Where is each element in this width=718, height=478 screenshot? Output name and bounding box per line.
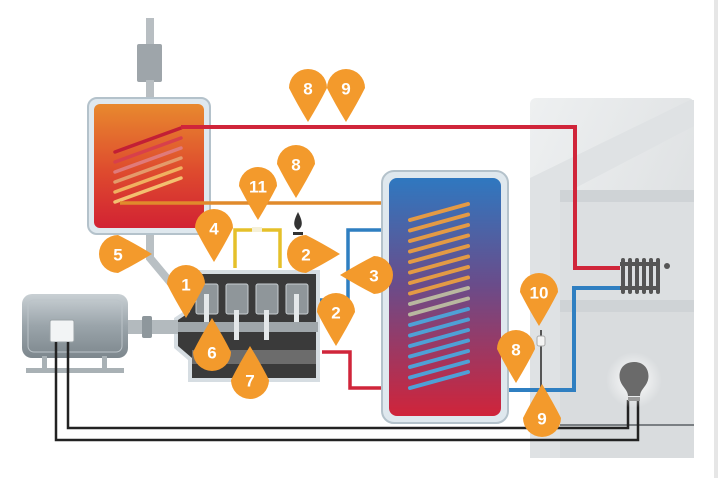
tank-coil-turn: [408, 244, 470, 264]
tank-coil-turn: [408, 265, 470, 285]
marker-label: 4: [209, 220, 219, 239]
marker-label: 9: [341, 80, 350, 99]
callout-marker-8[interactable]: 8: [289, 68, 328, 122]
marker-pin-icon: [327, 69, 365, 122]
marker-label: 8: [303, 80, 312, 99]
tank-coil-turn: [408, 349, 470, 369]
light-bulb-icon: [606, 352, 662, 408]
marker-label: 6: [207, 344, 216, 363]
tank-coil-turn: [408, 359, 470, 380]
marker-label: 11: [249, 178, 267, 197]
marker-label: 3: [369, 267, 378, 286]
gas-valve: [252, 227, 262, 232]
marker-label: 8: [511, 341, 520, 360]
tank-coil-turn: [408, 317, 470, 338]
marker-pin-icon: [523, 384, 561, 437]
radiator-icon: [620, 258, 670, 294]
marker-pin-icon: [193, 318, 231, 371]
gas-pipe: [233, 228, 282, 268]
hot-supply-pipe: [181, 125, 620, 270]
tank-coil-turn: [408, 370, 470, 390]
tank-coil-turn: [408, 328, 470, 348]
callout-marker-8[interactable]: 8: [277, 145, 315, 198]
marker-label: 1: [181, 276, 190, 295]
exhaust-heat-exchanger: [87, 97, 211, 235]
marker-label: 10: [530, 284, 549, 303]
callout-marker-5[interactable]: 5: [99, 235, 152, 273]
marker-label: 8: [291, 156, 300, 175]
tank-coil-turn: [408, 286, 470, 306]
gas-flame-icon: [293, 212, 303, 235]
marker-pin-icon: [289, 68, 328, 122]
generator: [22, 294, 128, 373]
callout-marker-4[interactable]: 4: [195, 209, 233, 262]
marker-pin-icon: [99, 235, 152, 273]
callout-marker-1[interactable]: 1: [167, 265, 205, 318]
marker-label: 2: [331, 304, 340, 323]
callout-marker-2[interactable]: 2: [287, 235, 340, 273]
callout-marker-7[interactable]: 7: [231, 346, 269, 399]
marker-pin-icon: [340, 256, 393, 294]
tank-coil-turn: [408, 223, 470, 243]
tank-coil-turn: [408, 212, 470, 233]
tank-coil-turn: [408, 275, 470, 296]
callout-marker-9[interactable]: 9: [327, 69, 365, 122]
chimney: [137, 18, 162, 100]
marker-label: 2: [301, 246, 310, 265]
marker-label: 9: [537, 410, 546, 429]
electric-wire-2: [66, 342, 630, 430]
tank-coil-turn: [408, 296, 470, 317]
marker-pin-icon: [231, 346, 269, 399]
callout-marker-8[interactable]: 8: [497, 330, 535, 383]
storage-tank: [381, 170, 509, 424]
marker-label: 7: [245, 372, 254, 391]
callout-marker-2[interactable]: 2: [317, 293, 355, 346]
markers-layer: 8 9 8 11 4 5 2 3 1 2 6 7 10 8 9: [99, 68, 561, 437]
marker-pin-icon: [520, 273, 558, 326]
temperature-sensor: [536, 330, 546, 390]
tank-coil-turn: [408, 307, 470, 327]
marker-pin-icon: [317, 293, 355, 346]
tank-coil-turn: [408, 254, 470, 275]
scrollbar-track[interactable]: [714, 0, 718, 478]
tank-coil-turn: [408, 202, 470, 222]
marker-pin-icon: [167, 265, 205, 318]
callout-marker-6[interactable]: 6: [193, 318, 231, 371]
callout-marker-11[interactable]: 11: [239, 167, 277, 220]
engine-hot-pipe: [322, 350, 410, 390]
electric-wire-1: [54, 342, 640, 442]
callout-marker-10[interactable]: 10: [520, 273, 558, 326]
callout-marker-9[interactable]: 9: [523, 384, 561, 437]
marker-pin-icon: [277, 145, 315, 198]
house: [530, 98, 694, 458]
tank-coil-turn: [408, 338, 470, 359]
marker-pin-icon: [239, 167, 277, 220]
tank-coil-turn: [408, 233, 470, 254]
callout-marker-3[interactable]: 3: [340, 256, 393, 294]
marker-label: 5: [113, 246, 122, 265]
marker-pin-icon: [195, 209, 233, 262]
marker-pin-icon: [287, 235, 340, 273]
marker-pin-icon: [497, 330, 535, 383]
